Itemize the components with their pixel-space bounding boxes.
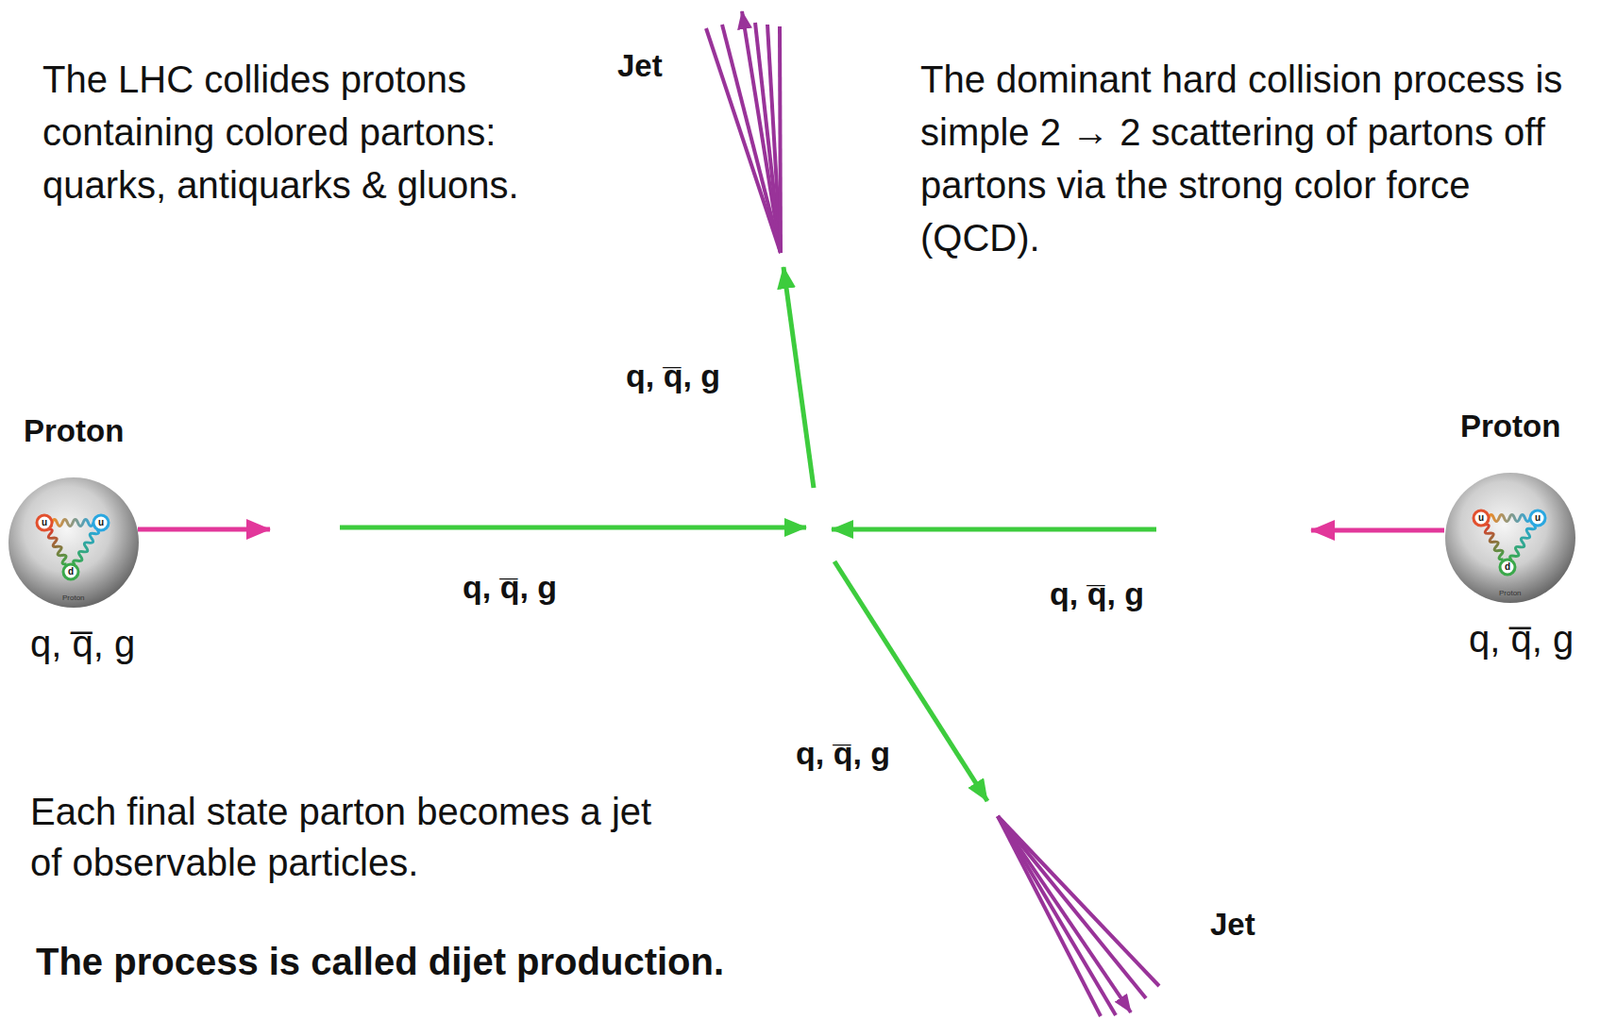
jet-spray [706, 11, 781, 253]
proton-beam-arrow [1311, 528, 1445, 534]
summary-note: The process is called dijet production. [35, 939, 725, 985]
jet-spray [997, 816, 1160, 1017]
proton-beam-arrow [137, 527, 270, 533]
parton-label: q, q̅, g [462, 568, 557, 607]
proton-caption: Proton [62, 593, 85, 604]
proton-picture [8, 477, 139, 608]
jet-note: Each final state parton becomes a jet of… [30, 786, 682, 889]
quark-letter: u [98, 517, 104, 529]
proton-circle: ProtonuudProtonq, q̅, g [8, 477, 139, 608]
parton-arrow [831, 527, 1157, 533]
parton-content: q, q̅, g [30, 621, 135, 667]
quark-letter: u [41, 517, 48, 529]
proton-heading: Proton [23, 412, 124, 451]
parton-label: q, q̅, g [1049, 574, 1145, 614]
quark-letter: u [1534, 512, 1541, 524]
quark-letter: d [1504, 561, 1511, 573]
process-note: The dominant hard collision process is s… [920, 52, 1593, 265]
intro-note: The LHC collides protons containing colo… [42, 52, 553, 212]
jet-label: Jet [1210, 906, 1256, 944]
proton-heading: Proton [1460, 407, 1561, 446]
quark-letter: d [67, 566, 74, 578]
jet-label: Jet [617, 47, 663, 85]
parton-label: q, q̅, g [795, 734, 891, 774]
proton-circle: ProtonuudProtonq, q̅, g [1445, 472, 1576, 604]
parton-label: q, q̅, g [625, 356, 721, 396]
proton-picture [1445, 472, 1576, 604]
parton-arrow [783, 267, 814, 489]
parton-content: q, q̅, g [1468, 616, 1574, 662]
proton-caption: Proton [1498, 589, 1522, 599]
quark-letter: u [1478, 512, 1484, 524]
parton-arrow [339, 525, 807, 531]
